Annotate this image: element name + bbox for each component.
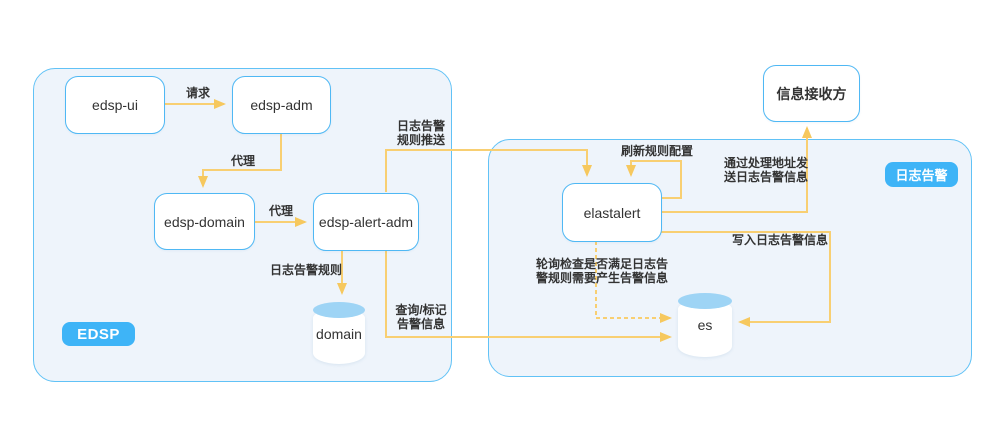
node-message-receiver: 信息接收方 xyxy=(763,65,860,122)
cylinder-top xyxy=(313,302,365,318)
edsp-badge: EDSP xyxy=(62,322,135,346)
edge-label-refresh-rules: 刷新规则配置 xyxy=(620,144,693,158)
node-edsp-adm: edsp-adm xyxy=(232,76,331,134)
edge-label-send-line1: 通过处理地址发 xyxy=(723,156,808,170)
database-es: es xyxy=(678,293,732,357)
edge-label-alert-rule: 日志告警规则 xyxy=(269,263,342,277)
edge-label-poll-check: 轮询检查是否满足日志告 警规则需要产生告警信息 xyxy=(530,257,674,285)
edge-label-query-line1: 查询/标记 xyxy=(395,303,447,317)
edge-label-proxy-domain: 代理 xyxy=(268,204,293,218)
edge-label-rule-push: 日志告警 规则推送 xyxy=(391,119,451,147)
node-edsp-domain: edsp-domain xyxy=(154,193,255,250)
edge-label-send-line2: 送日志告警信息 xyxy=(723,170,808,184)
node-elastalert: elastalert xyxy=(562,183,662,242)
cylinder-body xyxy=(313,309,365,364)
database-es-label: es xyxy=(697,317,713,333)
cylinder-top xyxy=(678,293,732,309)
edge-label-query-line2: 告警信息 xyxy=(396,317,445,331)
node-edsp-ui: edsp-ui xyxy=(65,76,165,134)
database-domain: domain xyxy=(313,302,365,364)
edge-label-request: 请求 xyxy=(185,86,210,100)
log-alert-badge: 日志告警 xyxy=(885,162,958,187)
edge-label-query-mark: 查询/标记 告警信息 xyxy=(390,303,452,331)
edge-label-rule-push-line2: 规则推送 xyxy=(396,133,445,147)
edge-label-rule-push-line1: 日志告警 xyxy=(396,119,445,133)
edge-label-proxy-adm: 代理 xyxy=(230,154,255,168)
edge-label-poll-line1: 轮询检查是否满足日志告 xyxy=(535,257,668,271)
edge-label-poll-line2: 警规则需要产生告警信息 xyxy=(535,271,668,285)
edge-label-write-alert: 写入日志告警信息 xyxy=(731,233,828,247)
database-domain-label: domain xyxy=(316,326,362,342)
node-edsp-alert-adm: edsp-alert-adm xyxy=(313,193,419,251)
edge-label-send-via-address: 通过处理地址发 送日志告警信息 xyxy=(718,156,814,184)
